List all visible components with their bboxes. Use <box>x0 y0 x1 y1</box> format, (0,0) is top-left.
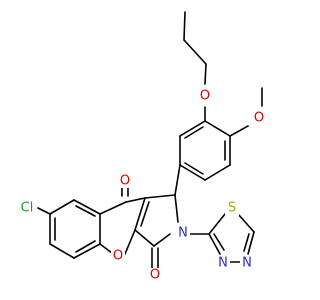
atom-o-propoxy: O <box>198 88 212 104</box>
bond-ch-c1 <box>144 194 176 199</box>
bond-aryl-4 <box>179 164 206 181</box>
atom-n-pyrrole: N <box>176 225 190 241</box>
atom-label-o-bottom-carbonyl: O <box>150 268 160 283</box>
atom-label-cl: Cl <box>21 201 34 216</box>
bond-c4-c4a <box>99 201 127 215</box>
atom-s-thiadiazole: S <box>225 200 239 216</box>
atom-label-o-ring: O <box>113 249 123 264</box>
molecule-structure-diagram: Cl O O O O O N N <box>17 11 267 283</box>
atom-label-o-methoxy: O <box>254 111 264 126</box>
bond-c-cl <box>37 207 51 215</box>
bond-aryl-methoxy-o <box>229 125 249 137</box>
bond-c2-c1 <box>134 197 146 231</box>
bond-thia-c5-n4-double <box>243 233 250 252</box>
atom-label-n-pyrrole: N <box>178 226 188 241</box>
bond-n-c3 <box>153 233 171 247</box>
bond-propyl-3 <box>204 63 207 85</box>
bond-o-c2 <box>124 229 136 255</box>
atom-o-methoxy: O <box>251 110 267 126</box>
bond-aryl-6 <box>179 120 206 137</box>
atom-o-top-carbonyl: O <box>118 174 132 189</box>
atom-label-n-thiadiazole-1: N <box>218 256 228 271</box>
bond-c2-c1-double <box>140 201 150 227</box>
bond-propyl-2 <box>183 39 207 65</box>
bond-c1-c4 <box>125 197 146 203</box>
bond-benzo-1 <box>73 199 101 215</box>
bond-thia-n3-c2 <box>208 233 221 255</box>
bond-thia-c5-n4 <box>247 231 255 255</box>
bond-ch-n <box>174 194 179 223</box>
bond-benzo-2 <box>49 199 75 215</box>
bond-aryl-3 <box>204 164 231 181</box>
bond-aryl-double-3 <box>184 126 204 139</box>
atom-o-bottom-carbonyl: O <box>148 268 162 283</box>
bond-thia-c2-s <box>208 213 226 235</box>
bond-aryl-1 <box>204 120 231 137</box>
bond-thia-s-c5 <box>237 213 255 233</box>
atom-n-thiadiazole-2: N <box>240 255 254 271</box>
bond-benzo-double-1 <box>75 205 96 217</box>
atom-label-s-thiadiazole: S <box>228 201 236 216</box>
bond-aryl-double-2 <box>184 162 204 175</box>
bond-c3-c2 <box>134 229 155 247</box>
atom-n-thiadiazole-1: N <box>216 255 230 271</box>
bond-propyl-1 <box>183 11 186 41</box>
bond-thia-n3-c2-double <box>213 233 225 251</box>
bond-lines <box>37 11 263 269</box>
atom-label-o-propoxy: O <box>200 89 210 104</box>
atom-label-o-top-carbonyl: O <box>120 174 130 189</box>
atom-cl: Cl <box>17 201 37 216</box>
atom-o-ring: O <box>111 249 125 264</box>
bond-benzo-5 <box>73 243 101 259</box>
bond-benzo-4 <box>49 243 75 259</box>
bond-c8a-o <box>99 243 113 254</box>
bond-aryl-ch <box>174 164 181 196</box>
atom-labels: Cl O O O O O N N <box>17 88 267 283</box>
atom-label-n-thiadiazole-2: N <box>242 256 252 271</box>
bond-benzo-double-3 <box>75 240 96 253</box>
